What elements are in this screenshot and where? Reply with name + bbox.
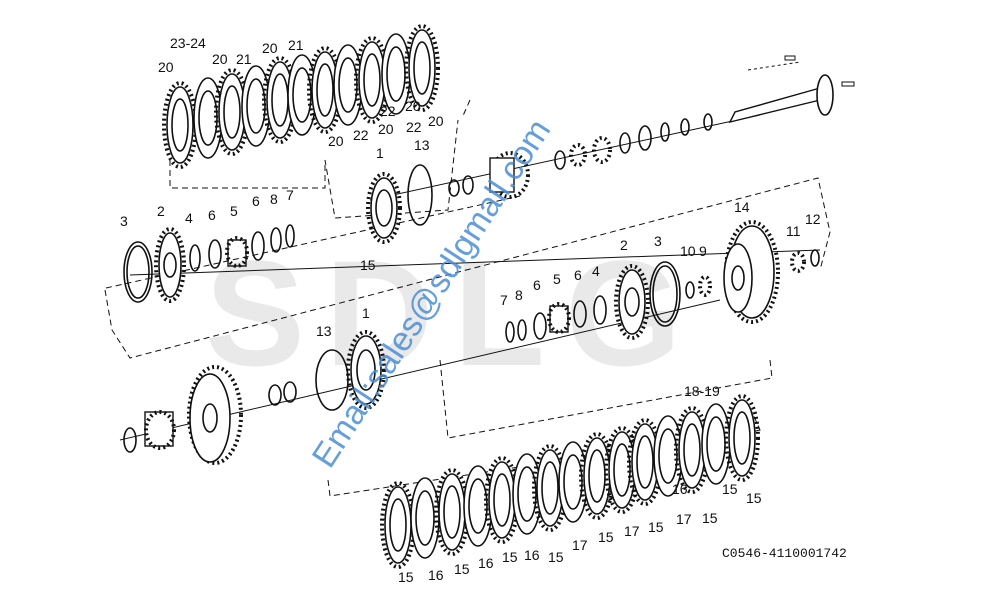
callout-label: 7 [286,187,294,203]
callout-label: 16 [478,555,494,571]
callout-label: 20 [378,121,394,137]
callout-label: 14 [734,199,750,215]
callout-label: 8 [515,287,523,303]
callout-label: 5 [230,203,238,219]
callout-label: 3 [654,233,662,249]
callout-label: 15 [454,561,470,577]
callouts-lower-row: 13 1 [316,305,370,339]
callout-label: 1 [362,305,370,321]
callout-label: 15 [548,549,564,565]
callout-label: 15 [398,569,414,585]
callouts-bottom-stack: 18-19 15 15 17 15 17 15 17 15 16 15 16 1… [398,383,762,585]
callout-label: 16 [672,481,688,497]
callout-label: 11 [786,223,801,239]
callout-label: 17 [676,511,692,527]
callout-label: 22 [406,119,422,135]
lower-row-parts [123,330,386,465]
part-code: C0546-4110001742 [722,546,847,561]
callout-label: 13 [414,137,430,153]
callout-label: 6 [208,207,216,223]
callout-label: 18-19 [684,383,720,399]
callout-label: 6 [533,277,541,293]
bottom-disc-stack [380,394,760,569]
callouts-top-stack: 23-24 20 21 20 21 20 20 22 20 22 20 22 2… [158,35,444,149]
callout-label: 4 [185,210,193,226]
callout-label: 20 [428,113,444,129]
callout-label: 3 [120,213,128,229]
callout-label: 20 [158,59,174,75]
callout-label: 20 [328,133,344,149]
callout-label: 9 [699,243,707,259]
upper-row-parts [123,55,855,303]
callout-label: 15 [746,490,762,506]
callout-label: 5 [553,271,561,287]
callout-label: 17 [624,523,640,539]
callout-label: 15 [722,481,738,497]
callout-label: 13 [316,323,332,339]
callout-label: 20 [262,40,278,56]
callouts-middle-row: 2 3 10 9 14 11 12 7 8 6 5 6 4 [500,199,821,308]
callout-label: 12 [805,211,821,227]
callout-label: 17 [572,537,588,553]
callout-label: 4 [592,263,600,279]
callout-label: 2 [620,237,628,253]
callout-label: 20 [405,98,421,114]
callout-label: 16 [524,547,540,563]
callout-label: 21 [236,51,252,67]
callout-label: 22 [380,103,396,119]
callout-label: 8 [270,191,278,207]
callout-label: 15 [702,510,718,526]
callout-label: 21 [288,37,304,53]
watermark-brand: SDLG [205,229,702,397]
callouts-upper-row: 3 2 4 6 5 6 8 7 1 13 15 [120,137,430,273]
callout-label: 15 [648,519,664,535]
callout-label: 15 [360,257,376,273]
middle-row-parts [505,220,820,343]
callout-label: 6 [252,193,260,209]
callout-label: 20 [212,51,228,67]
callout-label: 2 [157,203,165,219]
callout-label: 6 [574,267,582,283]
callout-label: 15 [502,549,518,565]
callout-label: 10 [680,243,696,259]
callout-label: 22 [353,127,369,143]
callout-label: 16 [428,567,444,583]
callout-label: 7 [500,292,508,308]
top-disc-stack [162,24,440,169]
callout-label: 1 [376,145,384,161]
callout-label: 23-24 [170,35,206,51]
callout-label: 15 [598,529,614,545]
